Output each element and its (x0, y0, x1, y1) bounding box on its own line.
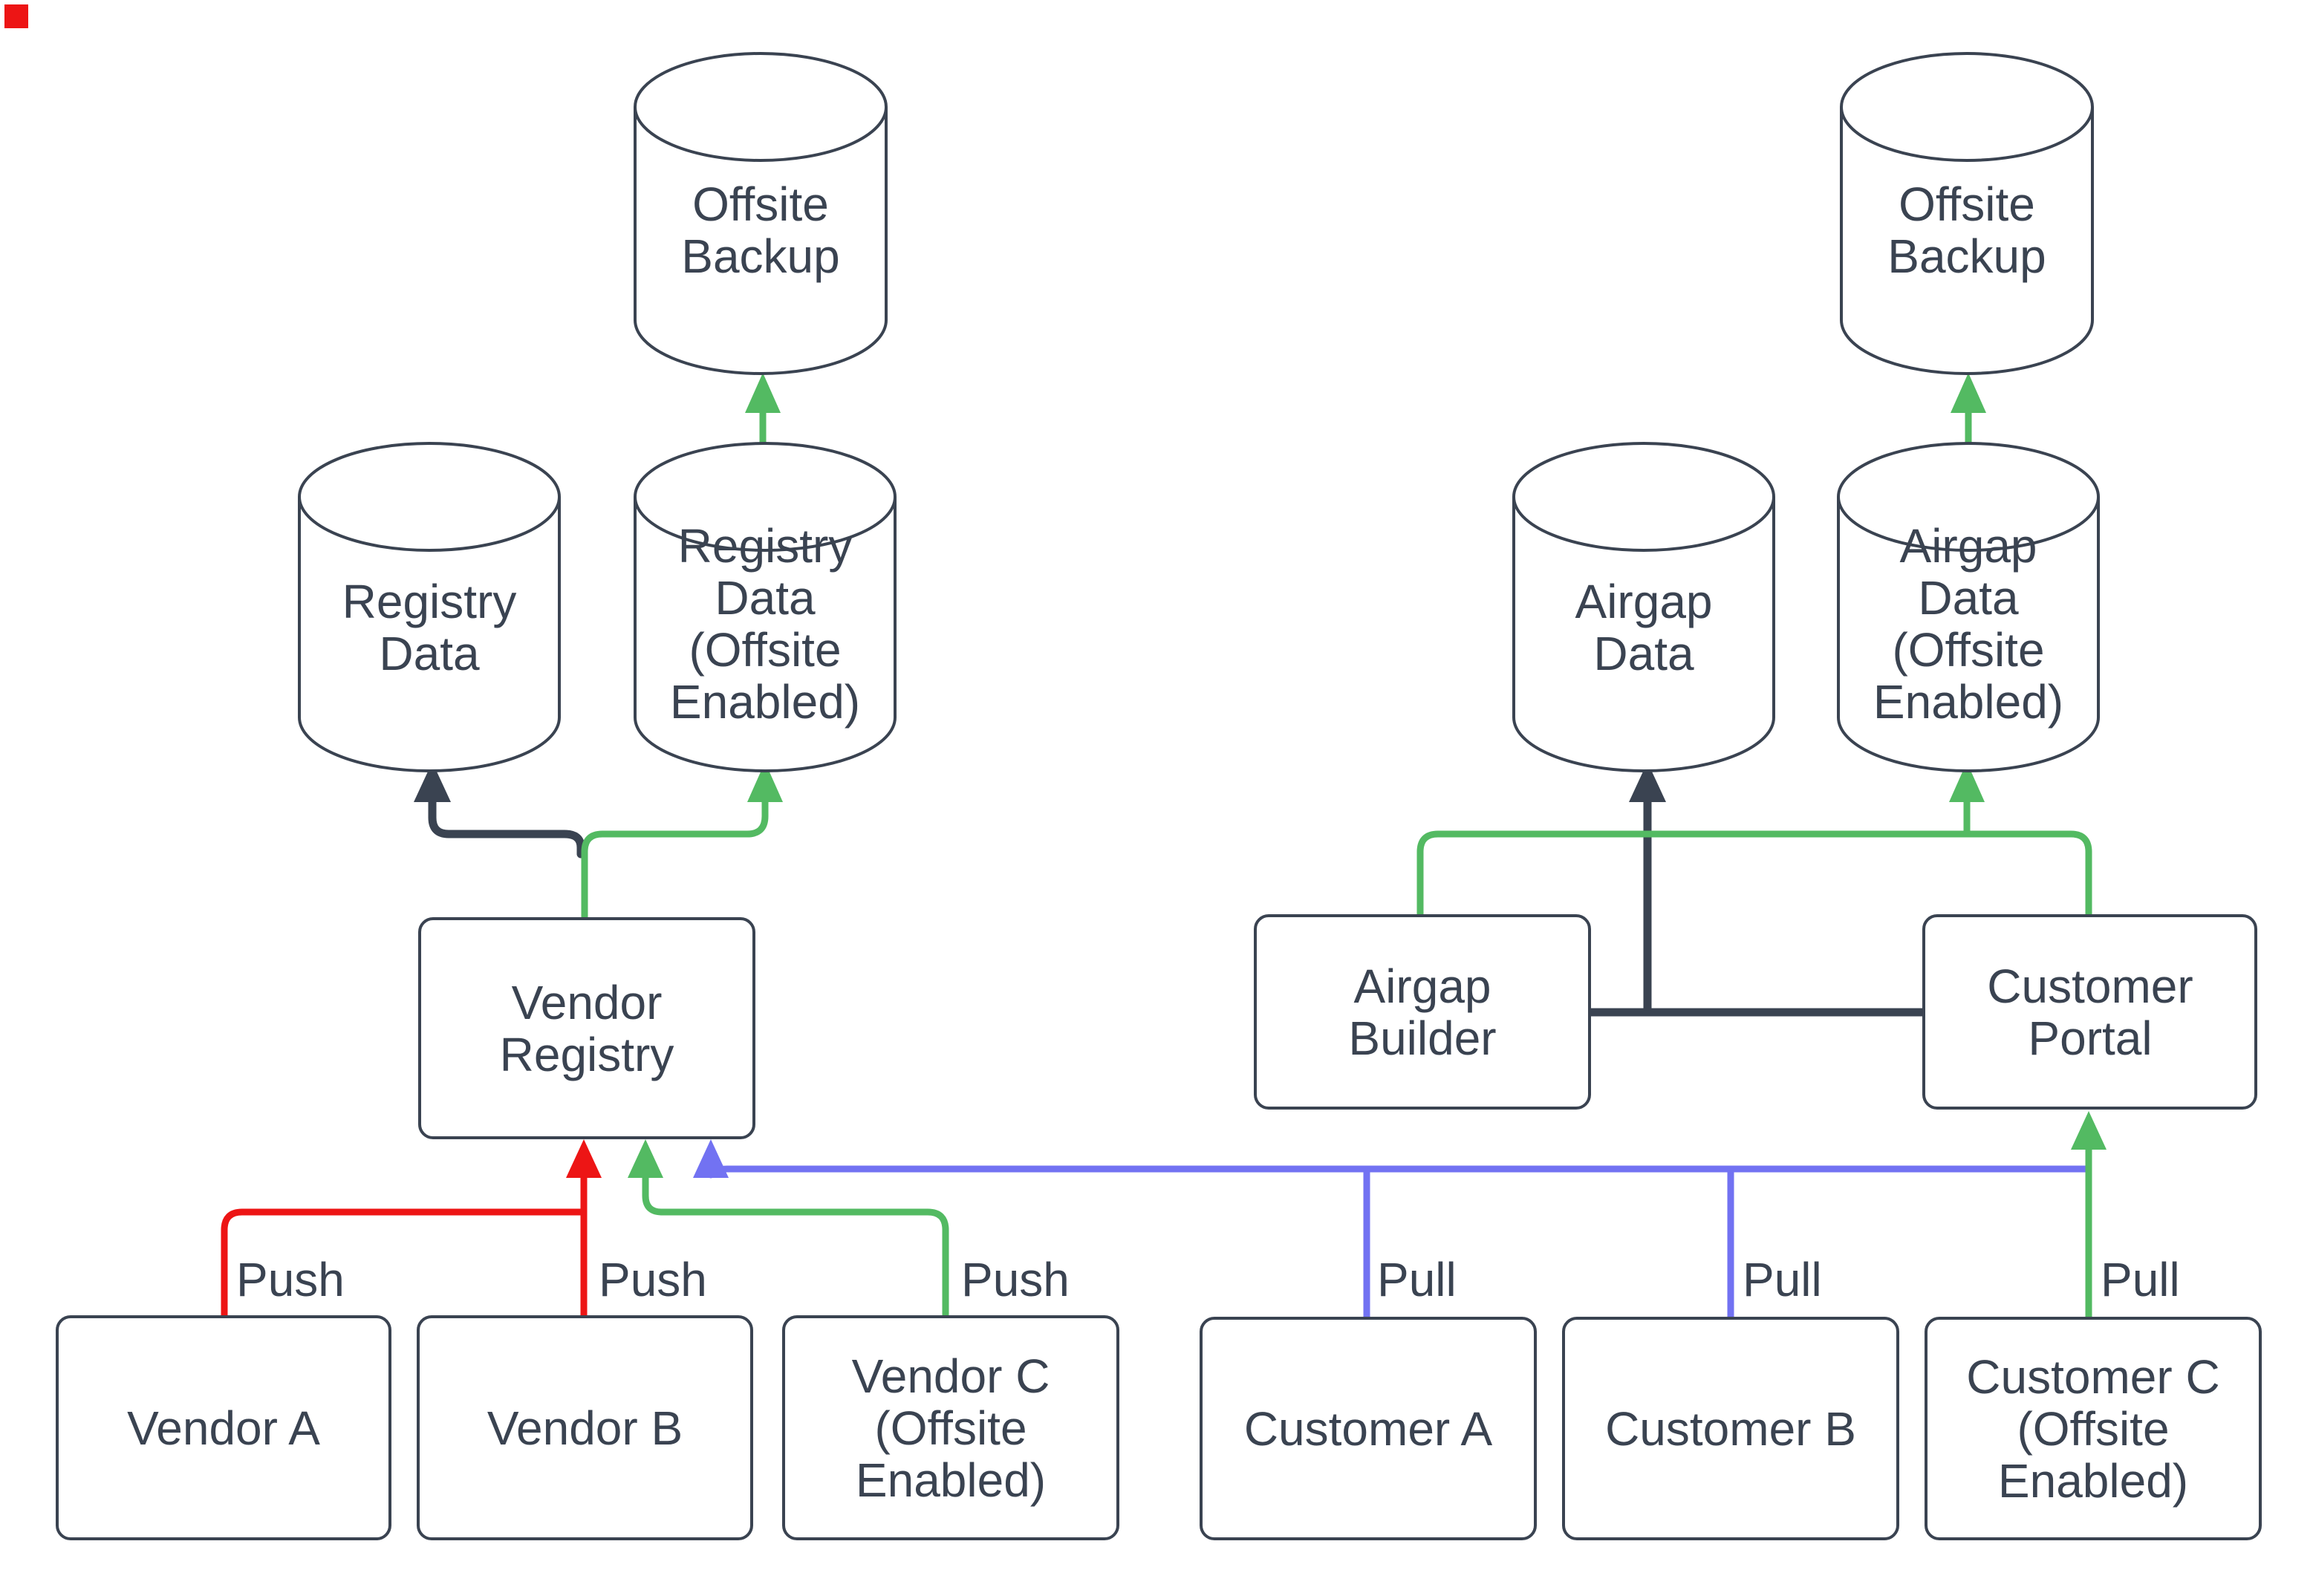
edge-customer-portal-to-airgap-data (1587, 762, 1928, 1017)
cylinder-label-offsite-backup-left: Offsite Backup (681, 177, 840, 283)
arrowhead-offsite-backup-left (745, 373, 781, 413)
edge-push-vendor-a (221, 1208, 588, 1320)
box-vendor-b (417, 1315, 753, 1540)
arrowhead-airgap-data (1629, 762, 1666, 802)
box-label-customer-b: Customer B (1605, 1401, 1856, 1456)
cylinder-offsite-backup-right (1840, 52, 2094, 375)
edge-label-pull-customer-c: Pull (2101, 1253, 2180, 1306)
edge-customer-portal-airgap-builder-green (1416, 762, 2092, 919)
arrowhead-blue-vendor-registry (693, 1139, 729, 1178)
box-customer-portal (1922, 914, 2257, 1110)
cylinder-label-airgap-data-offsite: Airgap Data (Offsite Enabled) (1873, 519, 2064, 729)
box-vendor-c (782, 1315, 1119, 1540)
box-vendor-a (56, 1315, 391, 1540)
box-label-customer-portal: Customer Portal (1987, 959, 2193, 1065)
box-customer-a (1200, 1317, 1537, 1540)
box-label-customer-c: Customer C (Offsite Enabled) (1966, 1349, 2220, 1508)
cylinder-airgap-data-offsite (1837, 442, 2100, 772)
cylinder-registry-data (298, 442, 561, 772)
arrowhead-red-vendor-registry (566, 1139, 602, 1178)
arrowhead-green-vendor-registry (628, 1139, 663, 1178)
cylinder-label-registry-data-offsite: Registry Data (Offsite Enabled) (669, 519, 861, 729)
arrowhead-airgap-data-offsite (1949, 762, 1985, 802)
arrowhead-registry-data-offsite (747, 762, 783, 802)
edge-customers-pull-to-vendor-registry (693, 1139, 2090, 1320)
arrowhead-offsite-backup-right (1951, 373, 1986, 413)
edge-customer-c-pull-green (2071, 1111, 2107, 1322)
cylinder-label-offsite-backup-right: Offsite Backup (1887, 177, 2046, 283)
box-label-vendor-c: Vendor C (Offsite Enabled) (851, 1349, 1050, 1507)
edge-label-pull-customer-a: Pull (1377, 1253, 1457, 1306)
edge-label-pull-customer-b: Pull (1743, 1253, 1822, 1306)
edge-registry-offsite-to-offsite-backup (745, 373, 781, 447)
box-vendor-registry (418, 917, 755, 1139)
box-label-airgap-builder: Airgap Builder (1348, 959, 1497, 1065)
cylinder-offsite-backup-left (634, 52, 888, 375)
box-label-vendor-registry: Vendor Registry (499, 975, 674, 1081)
edge-label-push-vendor-c: Push (961, 1253, 1070, 1306)
cylinder-label-airgap-data: Airgap Data (1575, 575, 1713, 680)
edge-vendor-registry-to-registry-data-offsite (581, 762, 783, 922)
screen-corner-marker (4, 4, 28, 28)
arrowhead-registry-data (414, 762, 451, 802)
box-customer-c (1925, 1317, 2262, 1540)
box-airgap-builder (1254, 914, 1591, 1110)
edge-airgap-offsite-to-offsite-backup (1951, 373, 1986, 447)
cylinder-airgap-data (1512, 442, 1775, 772)
box-customer-b (1562, 1317, 1899, 1540)
cylinder-label-registry-data: Registry Data (342, 575, 517, 680)
box-label-customer-a: Customer A (1243, 1401, 1493, 1456)
box-label-vendor-a: Vendor A (127, 1401, 320, 1455)
box-label-vendor-b: Vendor B (487, 1401, 683, 1455)
edge-vendors-push-to-vendor-registry (221, 1139, 602, 1320)
edge-label-push-vendor-b: Push (599, 1253, 707, 1306)
edge-label-push-vendor-a: Push (236, 1253, 345, 1306)
edge-vendor-registry-to-registry-data (414, 762, 585, 859)
cylinder-registry-data-offsite (634, 442, 897, 772)
arrowhead-customer-portal (2071, 1111, 2107, 1150)
edge-vendor-c-push-green (628, 1139, 949, 1320)
